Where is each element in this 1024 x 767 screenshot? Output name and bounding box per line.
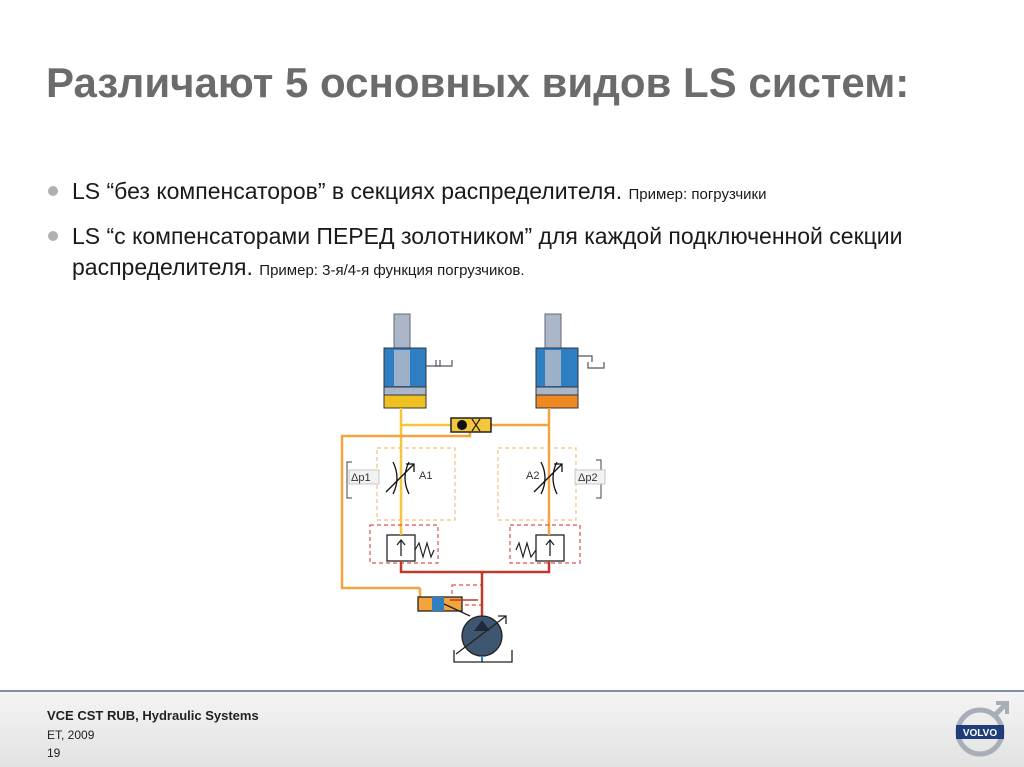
bullet-item: LS “без компенсаторов” в секциях распред…	[46, 176, 996, 210]
load-lines	[340, 408, 551, 598]
bullet-text: LS “с компенсаторами ПЕРЕД золотником” д…	[72, 223, 903, 280]
tank-icon	[453, 650, 513, 663]
dp-markers	[346, 459, 602, 499]
bullet-text: LS “без компенсаторов” в секциях распред…	[72, 178, 629, 204]
volvo-logo-text: VOLVO	[963, 728, 997, 739]
shuttle-valve-icon	[450, 417, 492, 433]
footer-date: ET, 2009	[47, 728, 95, 742]
hydraulic-diagram: Δp1 A1 A2 Δp2	[340, 313, 606, 663]
throttle-icon	[385, 461, 415, 495]
slide-title: Различают 5 основных видов LS систем:	[46, 59, 910, 106]
bullet-icon	[48, 231, 58, 241]
pump-icon	[455, 615, 507, 662]
a2-label: A2	[526, 470, 539, 482]
section-boxes	[376, 447, 577, 521]
footer-divider	[0, 690, 1024, 692]
throttle-icon	[533, 461, 563, 495]
footer-company: VCE CST RUB, Hydraulic Systems	[47, 708, 259, 723]
compensator-icon	[515, 534, 565, 562]
right-cylinder-icon	[535, 313, 605, 409]
compensator-boxes	[369, 524, 581, 606]
page-number: 19	[47, 746, 61, 760]
footer	[0, 692, 1024, 767]
volvo-logo-icon: VOLVO	[955, 701, 1009, 757]
bullet-icon	[48, 186, 58, 196]
left-cylinder-icon	[383, 313, 453, 409]
pump-control-icon	[417, 596, 478, 617]
dp1-label: Δp1	[351, 472, 371, 484]
a1-label: A1	[419, 470, 432, 482]
compensator-icon	[386, 534, 435, 562]
bullet-example: Пример: погрузчики	[628, 186, 767, 203]
dp2-label: Δp2	[578, 472, 598, 484]
bullet-item: LS “с компенсаторами ПЕРЕД золотником” д…	[46, 221, 996, 286]
supply-lines	[399, 530, 551, 618]
bullet-list: LS “без компенсаторов” в секциях распред…	[46, 176, 996, 297]
bullet-example: Пример: 3-я/4-я функция погрузчиков.	[259, 262, 525, 279]
